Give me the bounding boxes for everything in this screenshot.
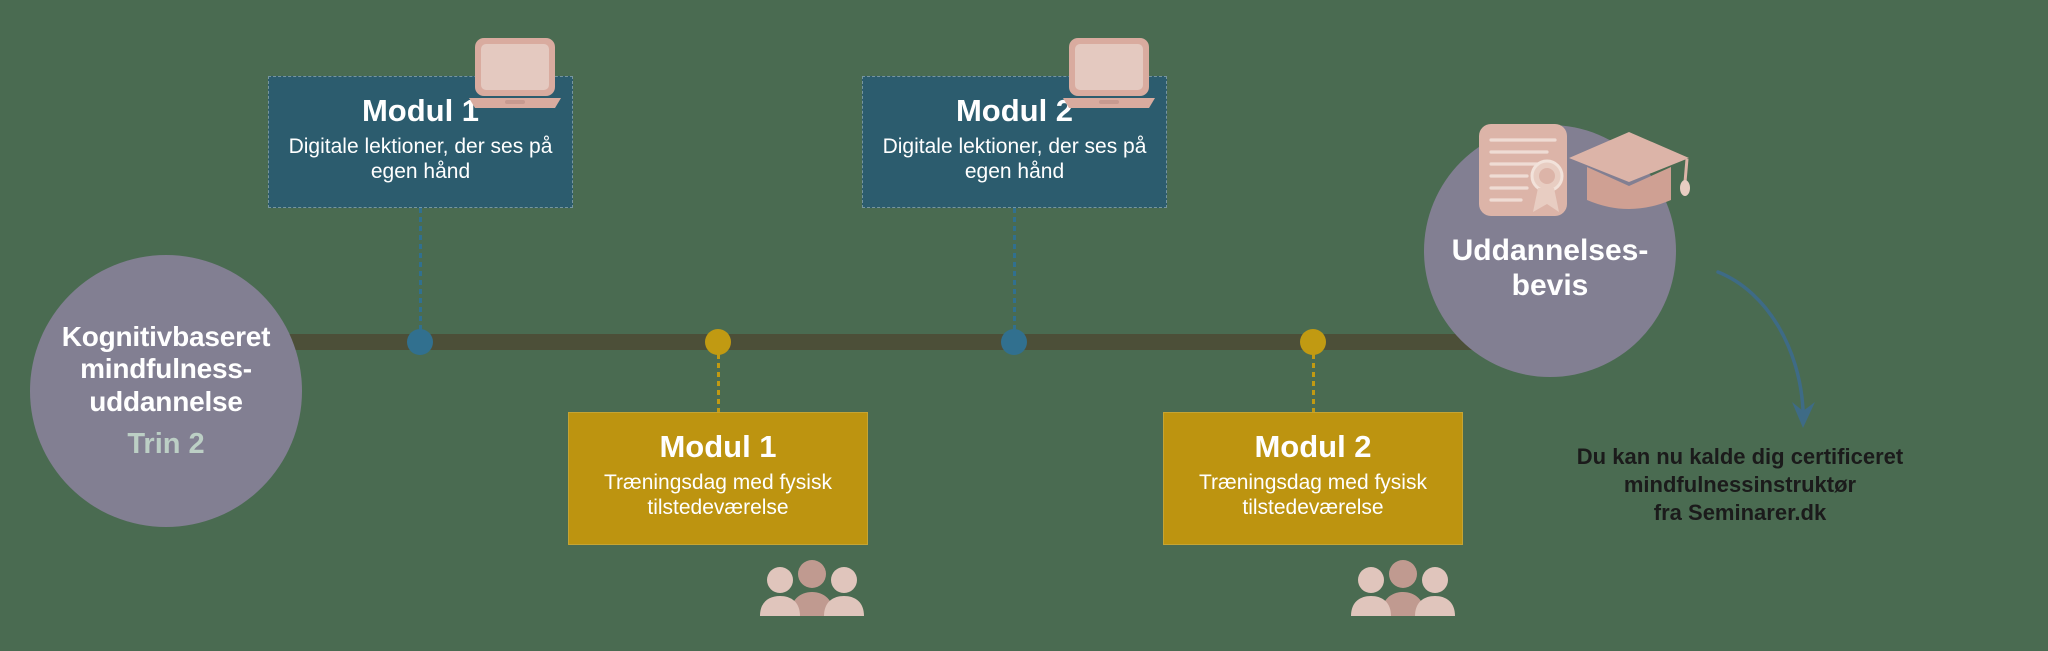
timeline-node-gold-1[interactable] xyxy=(705,329,731,355)
blue-module-2-description: Digitale lektioner, der ses på egen hånd xyxy=(882,135,1147,183)
connector-stem-gold-2 xyxy=(1312,345,1315,415)
closing-caption-line-2: mindfulnessinstruktør xyxy=(1623,472,1857,498)
laptop-icon xyxy=(469,38,561,108)
gold-module-card-1[interactable]: Modul 1 Træningsdag med fysisk tilstedev… xyxy=(568,412,868,545)
timeline-node-gold-2[interactable] xyxy=(1300,329,1326,355)
blue-module-card-2[interactable]: Modul 2 Digitale lektioner, der ses på e… xyxy=(862,76,1167,208)
laptop-icon xyxy=(1063,38,1155,108)
start-circle[interactable]: Kognitivbaseret mindfulness-uddannelse T… xyxy=(30,255,302,527)
timeline-node-blue-1[interactable] xyxy=(407,329,433,355)
connector-stem-gold-1 xyxy=(717,345,720,415)
blue-module-1-description: Digitale lektioner, der ses på egen hånd xyxy=(288,135,553,183)
connector-stem-blue-2 xyxy=(1013,208,1016,336)
timeline-bar xyxy=(285,334,1500,350)
start-circle-title: Kognitivbaseret mindfulness-uddannelse xyxy=(61,320,271,417)
closing-caption: Du kan nu kalde dig certificeret mindful… xyxy=(1545,443,1935,527)
closing-caption-line-3: fra Seminarer.dk xyxy=(1653,500,1827,526)
curved-arrow-icon xyxy=(1716,270,1815,428)
blue-module-2-heading: Modul 2 xyxy=(955,93,1074,128)
people-group-icon xyxy=(760,560,864,616)
connector-stem-blue-1 xyxy=(419,208,422,336)
closing-caption-line-1: Du kan nu kalde dig certificeret xyxy=(1576,444,1904,469)
gold-module-card-2[interactable]: Modul 2 Træningsdag med fysisk tilstedev… xyxy=(1163,412,1463,545)
gold-module-1-description: Træningsdag med fysisk tilstedeværelse xyxy=(604,471,832,519)
start-circle-step-label: Trin 2 xyxy=(127,428,205,461)
gold-module-2-heading: Modul 2 xyxy=(1254,429,1372,464)
timeline-node-blue-2[interactable] xyxy=(1001,329,1027,355)
blue-module-1-heading: Modul 1 xyxy=(361,93,480,128)
gold-module-1-heading: Modul 1 xyxy=(659,429,777,464)
graduation-cap-icon xyxy=(1569,132,1690,209)
end-circle-title: Uddannelses-bevis xyxy=(1451,233,1649,302)
gold-module-2-description: Træningsdag med fysisk tilstedeværelse xyxy=(1199,471,1427,519)
certificate-and-cap-group xyxy=(1479,124,1690,216)
certificate-icon xyxy=(1479,124,1567,216)
people-group-icon xyxy=(1351,560,1455,616)
